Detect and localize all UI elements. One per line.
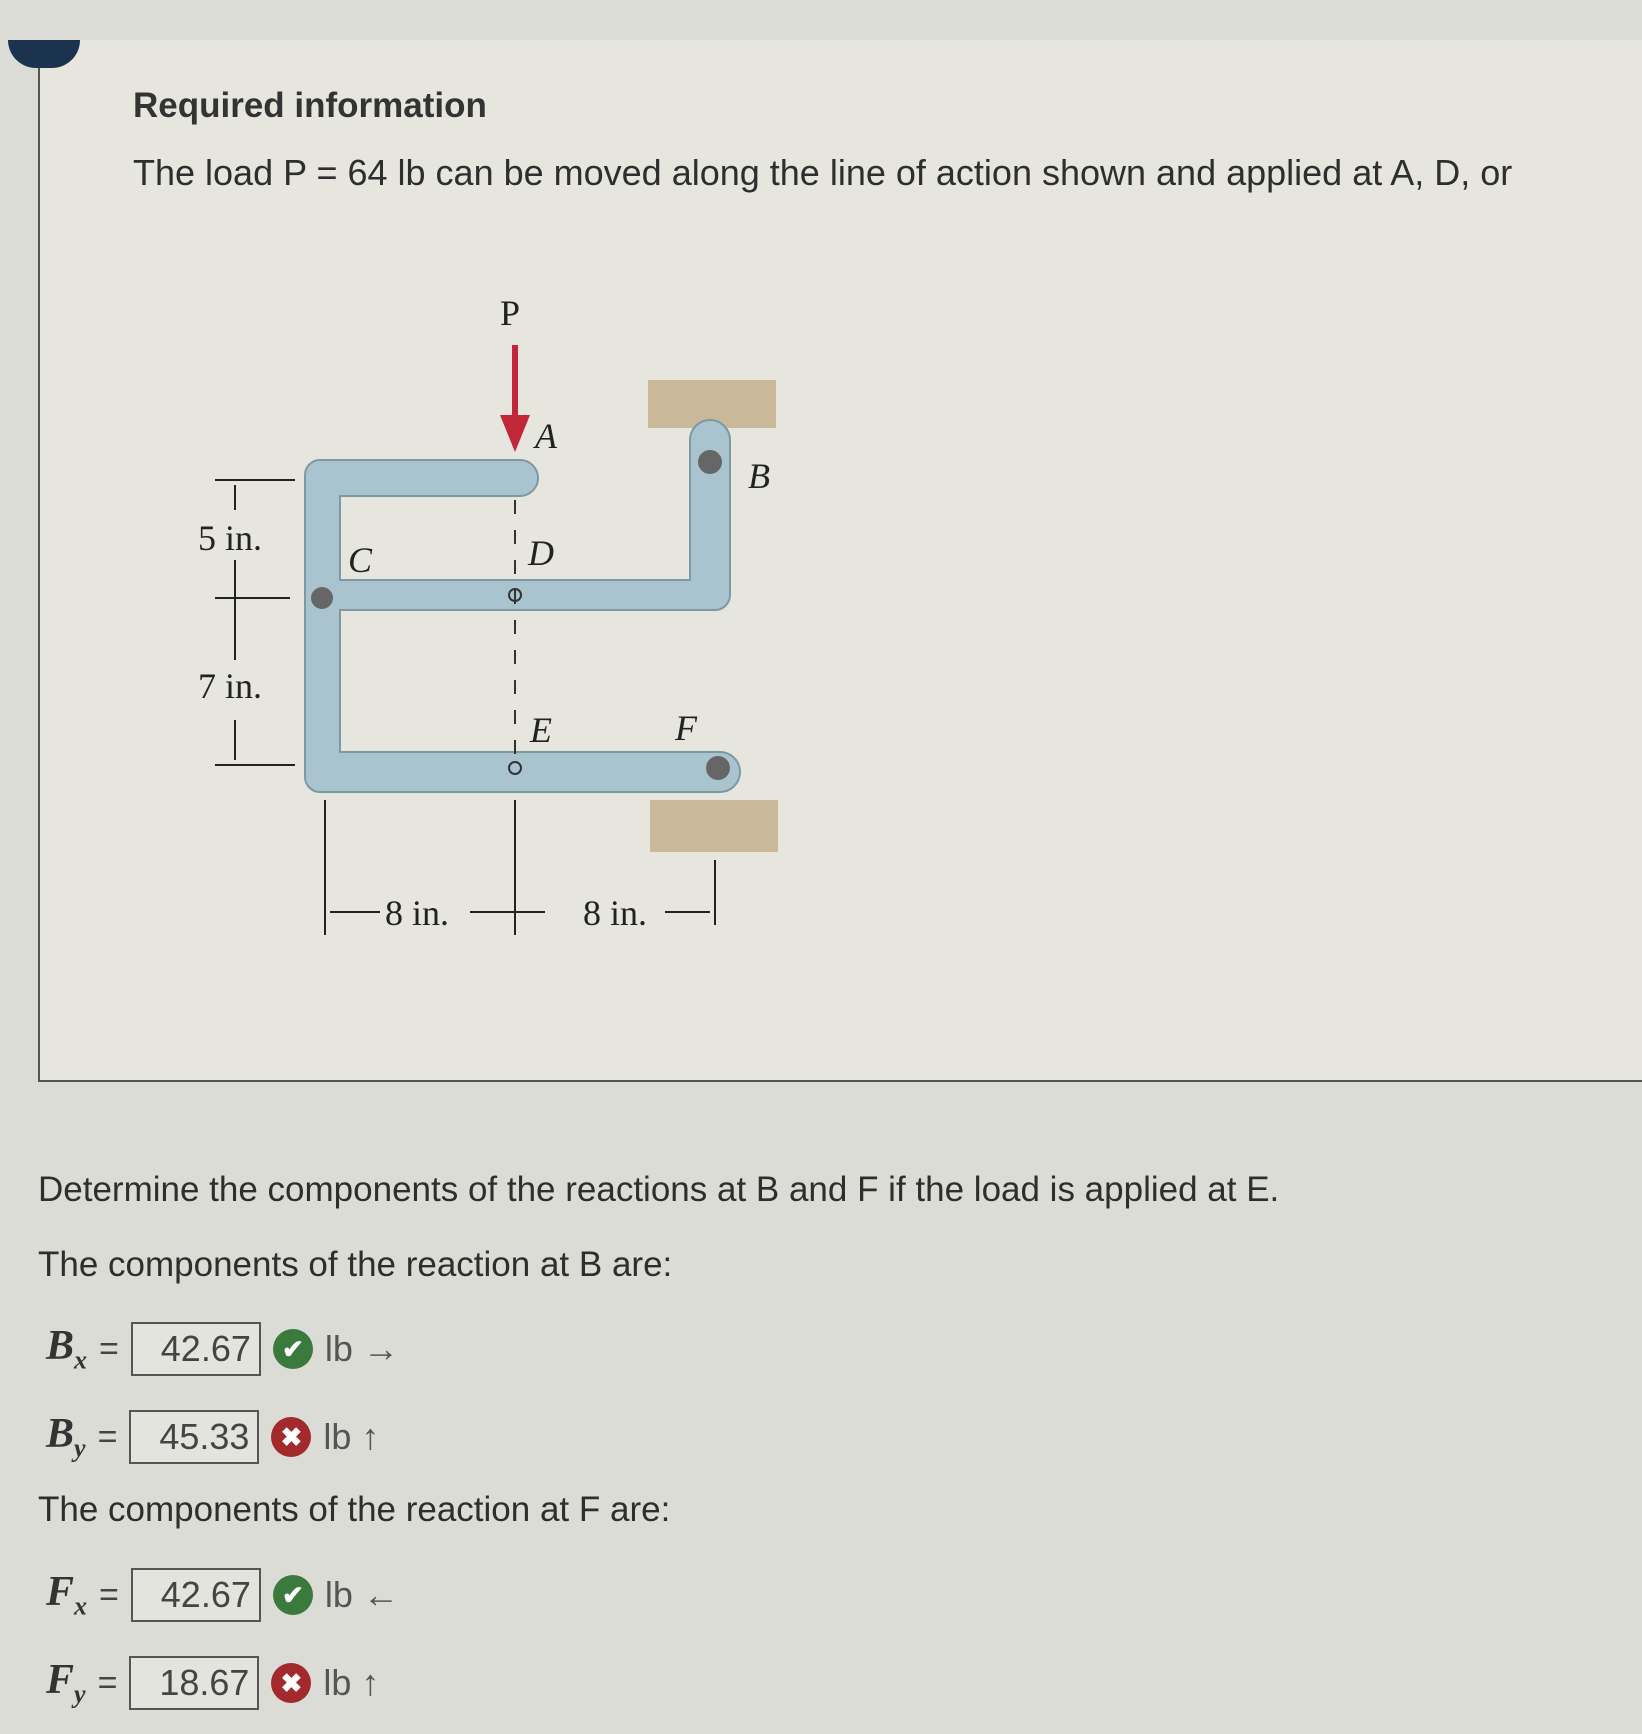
answer-input[interactable]: 45.33 (129, 1410, 260, 1464)
x-icon: ✖ (271, 1663, 312, 1703)
equals-sign: = (99, 1575, 119, 1614)
answer-input[interactable]: 42.67 (130, 1322, 261, 1376)
pin-b (698, 450, 722, 474)
dim-7in: 7 in. (198, 666, 262, 706)
variable-label: Fx (46, 1569, 88, 1621)
label-e: E (529, 710, 552, 750)
frame-diagram: P A B C D E F 5 in. 7 in. 8 in. 8 in. (198, 293, 778, 935)
support-f (650, 800, 778, 852)
point-e (508, 761, 522, 775)
answer-input[interactable]: 42.67 (130, 1568, 261, 1622)
problem-statement: The load P = 64 lb can be moved along th… (133, 152, 1513, 193)
label-c: C (348, 540, 373, 580)
variable-label: Fy (46, 1657, 86, 1709)
answer-row-bx: Bx = 42.67 ✔ lb → (46, 1322, 399, 1376)
label-b: B (748, 456, 770, 496)
f-heading: The components of the reaction at F are: (38, 1490, 671, 1529)
label-f: F (674, 708, 698, 748)
unit-label: lb → (324, 1328, 399, 1369)
dim-5in: 5 in. (198, 518, 262, 558)
equals-sign: = (97, 1663, 118, 1702)
frame-member (304, 419, 741, 793)
check-icon: ✔ (272, 1575, 313, 1615)
unit-label: lb ← (324, 1574, 399, 1615)
b-heading: The components of the reaction at B are: (38, 1245, 673, 1284)
unit-label: lb ↑ (323, 1662, 380, 1703)
question-prompt: Determine the components of the reaction… (38, 1170, 1280, 1209)
dim-8in-left: 8 in. (385, 893, 449, 933)
equals-sign: = (99, 1329, 119, 1368)
load-arrowhead (500, 415, 530, 452)
pin-f (706, 756, 730, 780)
x-icon: ✖ (271, 1417, 312, 1457)
section-title: Required information (133, 86, 487, 125)
answer-row-fy: Fy = 18.67 ✖ lb ↑ (46, 1656, 379, 1710)
variable-label: Bx (46, 1323, 88, 1375)
dim-8in-right: 8 in. (583, 893, 647, 933)
pin-c (311, 587, 333, 609)
label-d: D (527, 533, 554, 573)
variable-label: By (46, 1411, 86, 1463)
label-a: A (533, 416, 558, 456)
answer-input[interactable]: 18.67 (129, 1656, 260, 1710)
equals-sign: = (97, 1417, 118, 1456)
unit-label: lb ↑ (323, 1416, 380, 1457)
answer-row-by: By = 45.33 ✖ lb ↑ (46, 1410, 379, 1464)
label-p: P (500, 293, 520, 333)
answer-row-fx: Fx = 42.67 ✔ lb ← (46, 1568, 399, 1622)
check-icon: ✔ (272, 1329, 313, 1369)
